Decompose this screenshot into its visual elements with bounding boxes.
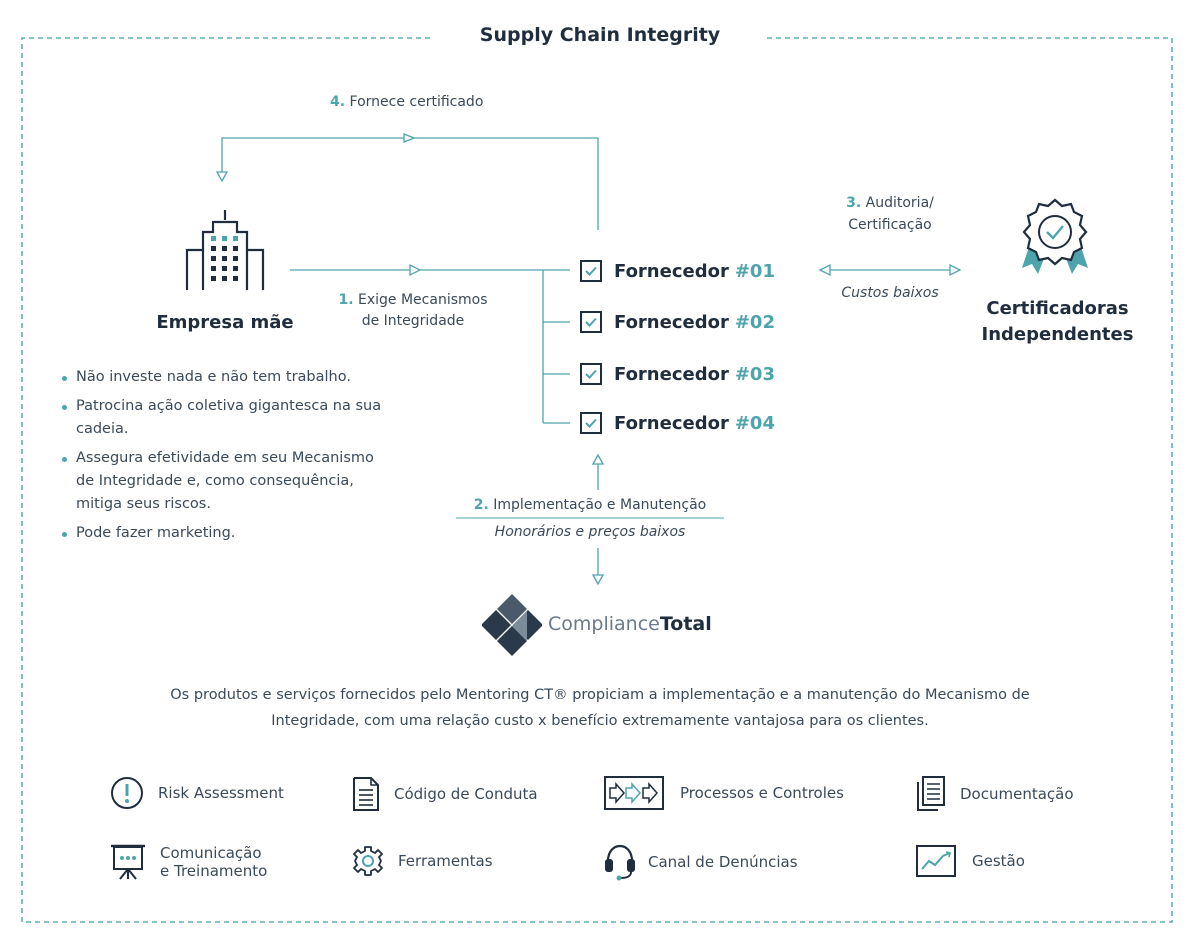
checkbox-icon [580,311,602,333]
step-2-number: 2. [473,497,489,513]
service-label: Gestão [972,852,1025,870]
empresa-benefits-list: Não investe nada e não tem trabalho. Pat… [62,366,382,551]
fornecedor-02: Fornecedor #02 [580,307,810,337]
step-1-line2: de Integridade [361,313,465,329]
fornecedor-01: Fornecedor #01 [580,256,810,286]
fornecedor-label: Fornecedor [614,412,729,434]
service-canal-denuncias: Canal de Denúncias [604,843,798,881]
step-3-number: 3. [846,195,862,211]
checkbox-icon [580,412,602,434]
certificadoras-label: Certificadoras Independentes [965,296,1150,348]
checkbox-icon [580,260,602,282]
description-line2: Integridade, com uma relação custo x ben… [271,713,929,729]
gear-icon [352,845,384,877]
fornecedor-label: Fornecedor [614,311,729,333]
empresa-mae-label: Empresa mãe [156,312,294,333]
step-4-label: 4. Fornece certificado [330,94,483,110]
fornecedor-label: Fornecedor [614,363,729,385]
step-2-label: 2. Implementação e Manutenção [440,497,740,513]
checkbox-icon [580,363,602,385]
list-item: Patrocina ação coletiva gigantesca na su… [62,395,382,441]
presentation-board-icon [110,843,146,881]
step-1-label: 1. Exige Mecanismos de Integridade [318,290,508,332]
diagram-title: Supply Chain Integrity [440,24,760,46]
service-label: Risk Assessment [158,784,284,802]
step-2-text: Implementação e Manutenção [493,497,707,513]
service-codigo-conduta: Código de Conduta [352,776,538,812]
service-label: Ferramentas [398,852,493,870]
process-arrows-icon [604,776,664,810]
fornecedor-03: Fornecedor #03 [580,359,810,389]
service-gestao: Gestão [916,845,1025,877]
fornecedor-label: Fornecedor [614,260,729,282]
step-1-line1: Exige Mecanismos [358,292,488,308]
step-3-note: Custos baixos [841,285,939,301]
service-risk-assessment: Risk Assessment [110,776,284,810]
service-comunicacao: Comunicação e Treinamento [110,843,267,881]
headset-icon [604,843,636,881]
fornecedor-number: #01 [734,260,775,282]
step-3-line1: Auditoria/ [865,195,934,211]
fornecedor-number: #04 [734,412,775,434]
service-label: Código de Conduta [394,785,538,803]
service-ferramentas: Ferramentas [352,845,493,877]
step-3-line2: Certificação [848,217,932,233]
document-icon [352,776,380,812]
service-processos-controles: Processos e Controles [604,776,844,810]
documents-stack-icon [916,776,946,812]
description: Os produtos e serviços fornecidos pelo M… [100,682,1100,734]
list-item: Não investe nada e não tem trabalho. [62,366,382,389]
step-1-number: 1. [338,292,354,308]
alert-icon [110,776,144,810]
compliance-total-logo: ComplianceTotal [482,592,712,656]
fornecedor-number: #03 [734,363,775,385]
step-4-text: Fornece certificado [349,94,484,110]
logo-text: ComplianceTotal [548,613,712,635]
service-label: Processos e Controles [680,784,844,802]
service-label: Canal de Denúncias [648,853,798,871]
service-label: Comunicação e Treinamento [160,844,267,880]
fornecedor-04: Fornecedor #04 [580,408,810,438]
list-item: Assegura efetividade em seu Mecanismo de… [62,447,382,516]
service-label: Documentação [960,785,1074,803]
service-label-line2: e Treinamento [160,862,268,880]
list-item: Pode fazer marketing. [62,522,382,545]
chart-line-icon [916,845,956,877]
certificadoras-line1: Certificadoras [986,298,1129,319]
step-3-label: 3. Auditoria/ Certificação [820,192,960,236]
logo-mark-icon [482,594,542,656]
step-4-number: 4. [330,94,346,110]
step-2-note: Honorários e preços baixos [494,524,686,540]
description-line1: Os produtos e serviços fornecidos pelo M… [170,687,1030,703]
service-label-line1: Comunicação [160,844,262,862]
building-icon [185,210,265,290]
service-documentacao: Documentação [916,776,1074,812]
logo-text-light: Compliance [548,613,660,635]
fornecedor-number: #02 [734,311,775,333]
certificate-badge-icon [1022,198,1088,274]
logo-text-bold: Total [659,613,712,635]
certificadoras-line2: Independentes [981,324,1134,345]
